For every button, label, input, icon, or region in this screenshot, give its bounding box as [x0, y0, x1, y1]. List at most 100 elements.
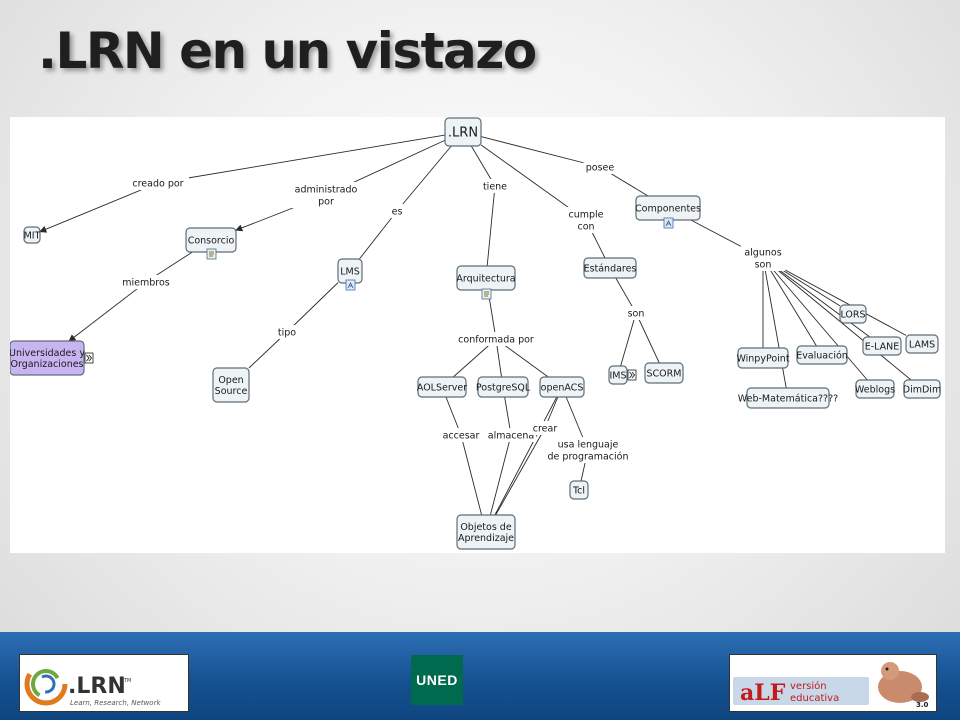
componentes-resource-icon[interactable] — [663, 217, 674, 229]
concept-node-evaluacion[interactable]: Evaluación — [796, 345, 848, 365]
link-phrase-text: conformada por — [458, 335, 534, 346]
concept-node-lrn[interactable]: .LRN — [444, 117, 482, 147]
link-phrase-accesar: accesar — [438, 428, 484, 442]
concept-node-label: LMS — [340, 267, 360, 278]
link-phrase-text: posee — [586, 163, 615, 174]
alf-line2: educativa — [790, 693, 839, 704]
connector-son1-scorm — [635, 312, 660, 364]
concept-node-label: Weblogs — [855, 385, 895, 396]
concept-node-elane[interactable]: E-LANE — [862, 336, 902, 356]
concept-node-componentes[interactable]: Componentes — [635, 195, 701, 221]
connector-algunos-lams — [762, 257, 907, 336]
concept-node-weblogs[interactable]: Weblogs — [855, 379, 895, 399]
concept-node-label: MIT — [24, 231, 41, 242]
alf-version: 3.0 — [916, 701, 929, 709]
concept-node-estandares[interactable]: Estándares — [583, 257, 637, 279]
connector-miembros-univ — [68, 281, 147, 342]
link-phrase-text: son — [628, 309, 645, 320]
lrn-logo-wordmark: .LRN — [68, 674, 126, 699]
concept-node-tcl[interactable]: Tcl — [569, 480, 589, 500]
concept-node-lors[interactable]: LORS — [839, 304, 867, 324]
connector-almacena-objetos — [489, 434, 512, 516]
consorcio-resource-icon[interactable] — [206, 248, 217, 260]
concept-node-label: Aprendizaje — [458, 533, 514, 544]
uned-logo: UNED — [411, 655, 463, 705]
slide-title: .LRN en un vistazo — [38, 22, 537, 80]
univ-expand-chevron-icon[interactable] — [84, 352, 94, 364]
link-phrase-text: con — [577, 222, 594, 233]
connector-es-lms — [359, 210, 398, 260]
link-phrase-almacena: almacena — [485, 428, 537, 442]
concept-node-label: Tcl — [572, 486, 585, 497]
ims-expand-chevron-icon[interactable] — [627, 369, 637, 381]
concept-node-scorm[interactable]: SCORM — [644, 362, 684, 384]
concept-node-label: DimDim — [903, 385, 941, 396]
concept-node-lms[interactable]: LMS — [337, 258, 363, 284]
connector-openacs-objetos — [494, 396, 558, 516]
link-phrase-text: creado por — [132, 179, 183, 190]
connector-creado-mit — [39, 182, 159, 233]
concept-node-label: Estándares — [584, 264, 637, 275]
connector-lms-tipo — [286, 282, 339, 333]
concept-node-winpypoint[interactable]: WinpyPoint — [736, 347, 790, 369]
concept-node-label: Componentes — [635, 204, 701, 215]
concept-node-label: AOLServer — [417, 383, 467, 394]
link-phrase-text: tipo — [278, 328, 296, 339]
concept-node-arquitectura[interactable]: Arquitectura — [456, 265, 516, 291]
concept-node-label: SCORM — [647, 369, 682, 380]
arquitectura-resource-icon[interactable] — [481, 288, 492, 300]
concept-node-label: Objetos de — [460, 522, 512, 533]
concept-node-label: Source — [215, 386, 248, 397]
concept-node-ims[interactable]: IMS — [608, 365, 628, 385]
alf-logo: aLF versión educativa 3.0 — [729, 654, 937, 712]
concept-node-label: PostgreSQL — [476, 383, 531, 394]
link-phrase-text: de programación — [548, 452, 629, 463]
concept-node-label: Consorcio — [188, 236, 235, 247]
concept-node-label: LORS — [840, 310, 865, 321]
link-phrase-text: administrado — [295, 185, 358, 196]
link-phrase-text: almacena — [488, 431, 534, 442]
concept-node-dimdim[interactable]: DimDim — [903, 379, 941, 399]
connector-tiene-arquitectura — [486, 185, 496, 267]
link-phrase-text: tiene — [483, 182, 507, 193]
link-phrase-text: cumple — [568, 210, 603, 221]
link-phrase-tipo: tipo — [273, 325, 301, 339]
link-phrase-son1: son — [625, 306, 647, 320]
concept-node-consorcio[interactable]: Consorcio — [185, 227, 237, 253]
concept-node-lams[interactable]: LAMS — [905, 334, 939, 354]
concept-node-label: Universidades y — [10, 348, 85, 359]
concept-node-label: .LRN — [448, 126, 478, 141]
concept-node-webmat[interactable]: Web-Matemática???? — [738, 387, 838, 409]
connector-lrn-es — [396, 145, 452, 212]
link-phrase-text: algunos — [744, 248, 781, 259]
concept-node-openacs[interactable]: openACS — [539, 376, 585, 398]
lrn-logo-tagline: Learn, Research, Network — [70, 699, 161, 707]
link-phrase-crear: crear — [528, 421, 562, 435]
concept-node-aolserver[interactable]: AOLServer — [417, 376, 467, 398]
concept-node-label: E-LANE — [865, 342, 900, 353]
concept-node-label: IMS — [609, 371, 626, 382]
connector-accesar-objetos — [460, 434, 483, 516]
connector-lrn-creado — [157, 134, 446, 184]
concept-node-label: Arquitectura — [456, 274, 515, 285]
lrn-logo-tm: TM — [123, 678, 131, 684]
concept-node-mit[interactable]: MIT — [23, 226, 41, 244]
connector-lrn-posee — [480, 136, 601, 168]
alf-brand: aLF — [740, 680, 786, 706]
concept-node-label: Web-Matemática???? — [738, 394, 838, 405]
concept-map-canvas: creado poradministradoporestienecumpleco… — [10, 117, 941, 550]
link-phrase-text: por — [318, 197, 334, 208]
concept-node-postgresql[interactable]: PostgreSQL — [476, 376, 531, 398]
connector-algunos-dimdim — [762, 257, 912, 381]
connector-algunos-weblogs — [762, 257, 868, 381]
concept-node-label: Evaluación — [796, 351, 848, 362]
link-phrase-text: accesar — [443, 431, 480, 442]
lms-resource-icon[interactable] — [345, 279, 356, 291]
